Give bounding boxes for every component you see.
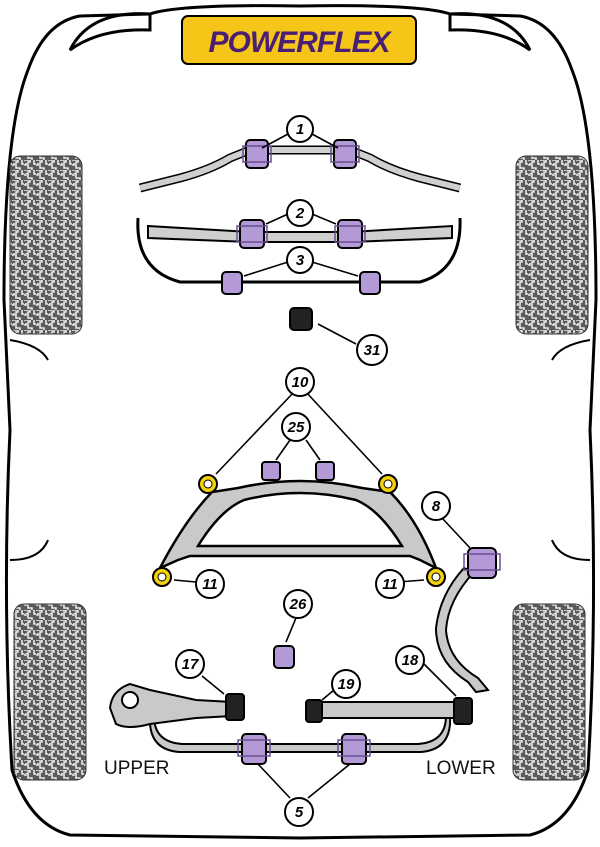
callout-3: 3	[286, 246, 314, 274]
callout-5: 5	[284, 797, 314, 827]
label-upper: UPPER	[104, 758, 169, 779]
svg-text:3: 3	[296, 252, 305, 269]
front-anti-roll-bar-upper	[138, 145, 462, 193]
svg-text:31: 31	[364, 342, 381, 359]
bush-25-left	[261, 461, 281, 481]
bush-2-left	[236, 219, 268, 249]
rear-beam	[148, 715, 452, 753]
left-fender-detail	[68, 12, 152, 52]
tyre-front-left	[9, 155, 83, 335]
callout-25: 25	[281, 412, 311, 442]
bush-18	[453, 697, 473, 725]
svg-text:26: 26	[289, 596, 307, 613]
brand-name: POWERFLEX	[208, 26, 392, 59]
tyre-rear-left	[13, 603, 87, 781]
left-wheel-arch	[9, 339, 49, 561]
svg-text:5: 5	[295, 804, 304, 821]
callout-31: 31	[356, 334, 388, 366]
svg-text:1: 1	[296, 121, 304, 138]
bush-26	[273, 645, 295, 669]
svg-text:25: 25	[287, 419, 305, 436]
powerflex-logo: POWERFLEX	[181, 15, 417, 65]
front-subframe	[157, 479, 439, 571]
bush-31	[289, 307, 313, 331]
callout-arrows-subframe	[173, 391, 471, 583]
bush-19	[305, 699, 323, 723]
bush-2-right	[334, 219, 366, 249]
ring-10-left	[198, 474, 218, 494]
svg-text:10: 10	[292, 374, 309, 391]
callout-17: 17	[175, 649, 205, 679]
svg-text:19: 19	[338, 676, 355, 693]
svg-text:8: 8	[432, 498, 441, 515]
callout-11-left: 11	[195, 569, 225, 599]
callout-10: 10	[285, 367, 315, 397]
drop-link-8	[434, 566, 490, 694]
right-fender-detail	[448, 12, 532, 52]
bush-3-left	[221, 271, 243, 295]
bush-25-right	[315, 461, 335, 481]
svg-text:17: 17	[182, 656, 199, 673]
callout-8: 8	[421, 491, 451, 521]
ring-11-left	[152, 567, 172, 587]
callout-2: 2	[286, 199, 314, 227]
bush-17	[225, 693, 245, 721]
right-wheel-arch	[551, 339, 591, 561]
callout-arrows-rear	[201, 663, 457, 799]
svg-text:2: 2	[295, 205, 305, 222]
bush-5-right	[337, 733, 371, 765]
car-body-outline	[2, 4, 598, 840]
ring-11-right	[426, 567, 446, 587]
bush-1-right	[330, 139, 360, 169]
label-lower: LOWER	[426, 758, 496, 779]
callout-arrows-top	[243, 133, 359, 345]
upper-arm-eye	[121, 691, 139, 709]
svg-text:18: 18	[402, 652, 419, 669]
tyre-front-right	[515, 155, 589, 335]
svg-text:11: 11	[202, 576, 218, 593]
bush-3-right	[359, 271, 381, 295]
bush-1-left	[242, 139, 272, 169]
callout-1: 1	[286, 115, 314, 143]
front-anti-roll-bar-lower	[136, 217, 462, 284]
callout-19: 19	[331, 669, 361, 699]
callout-18: 18	[395, 645, 425, 675]
svg-text:11: 11	[382, 576, 398, 593]
bush-5-left	[237, 733, 271, 765]
tyre-rear-right	[512, 603, 586, 781]
bush-8	[463, 547, 501, 579]
callout-arrow-26	[285, 617, 297, 643]
lower-trailing-arm	[317, 701, 457, 719]
ring-10-right	[378, 474, 398, 494]
callout-26: 26	[283, 589, 313, 619]
callout-11-right: 11	[375, 569, 405, 599]
front-anti-roll-bar-middle	[147, 224, 453, 243]
